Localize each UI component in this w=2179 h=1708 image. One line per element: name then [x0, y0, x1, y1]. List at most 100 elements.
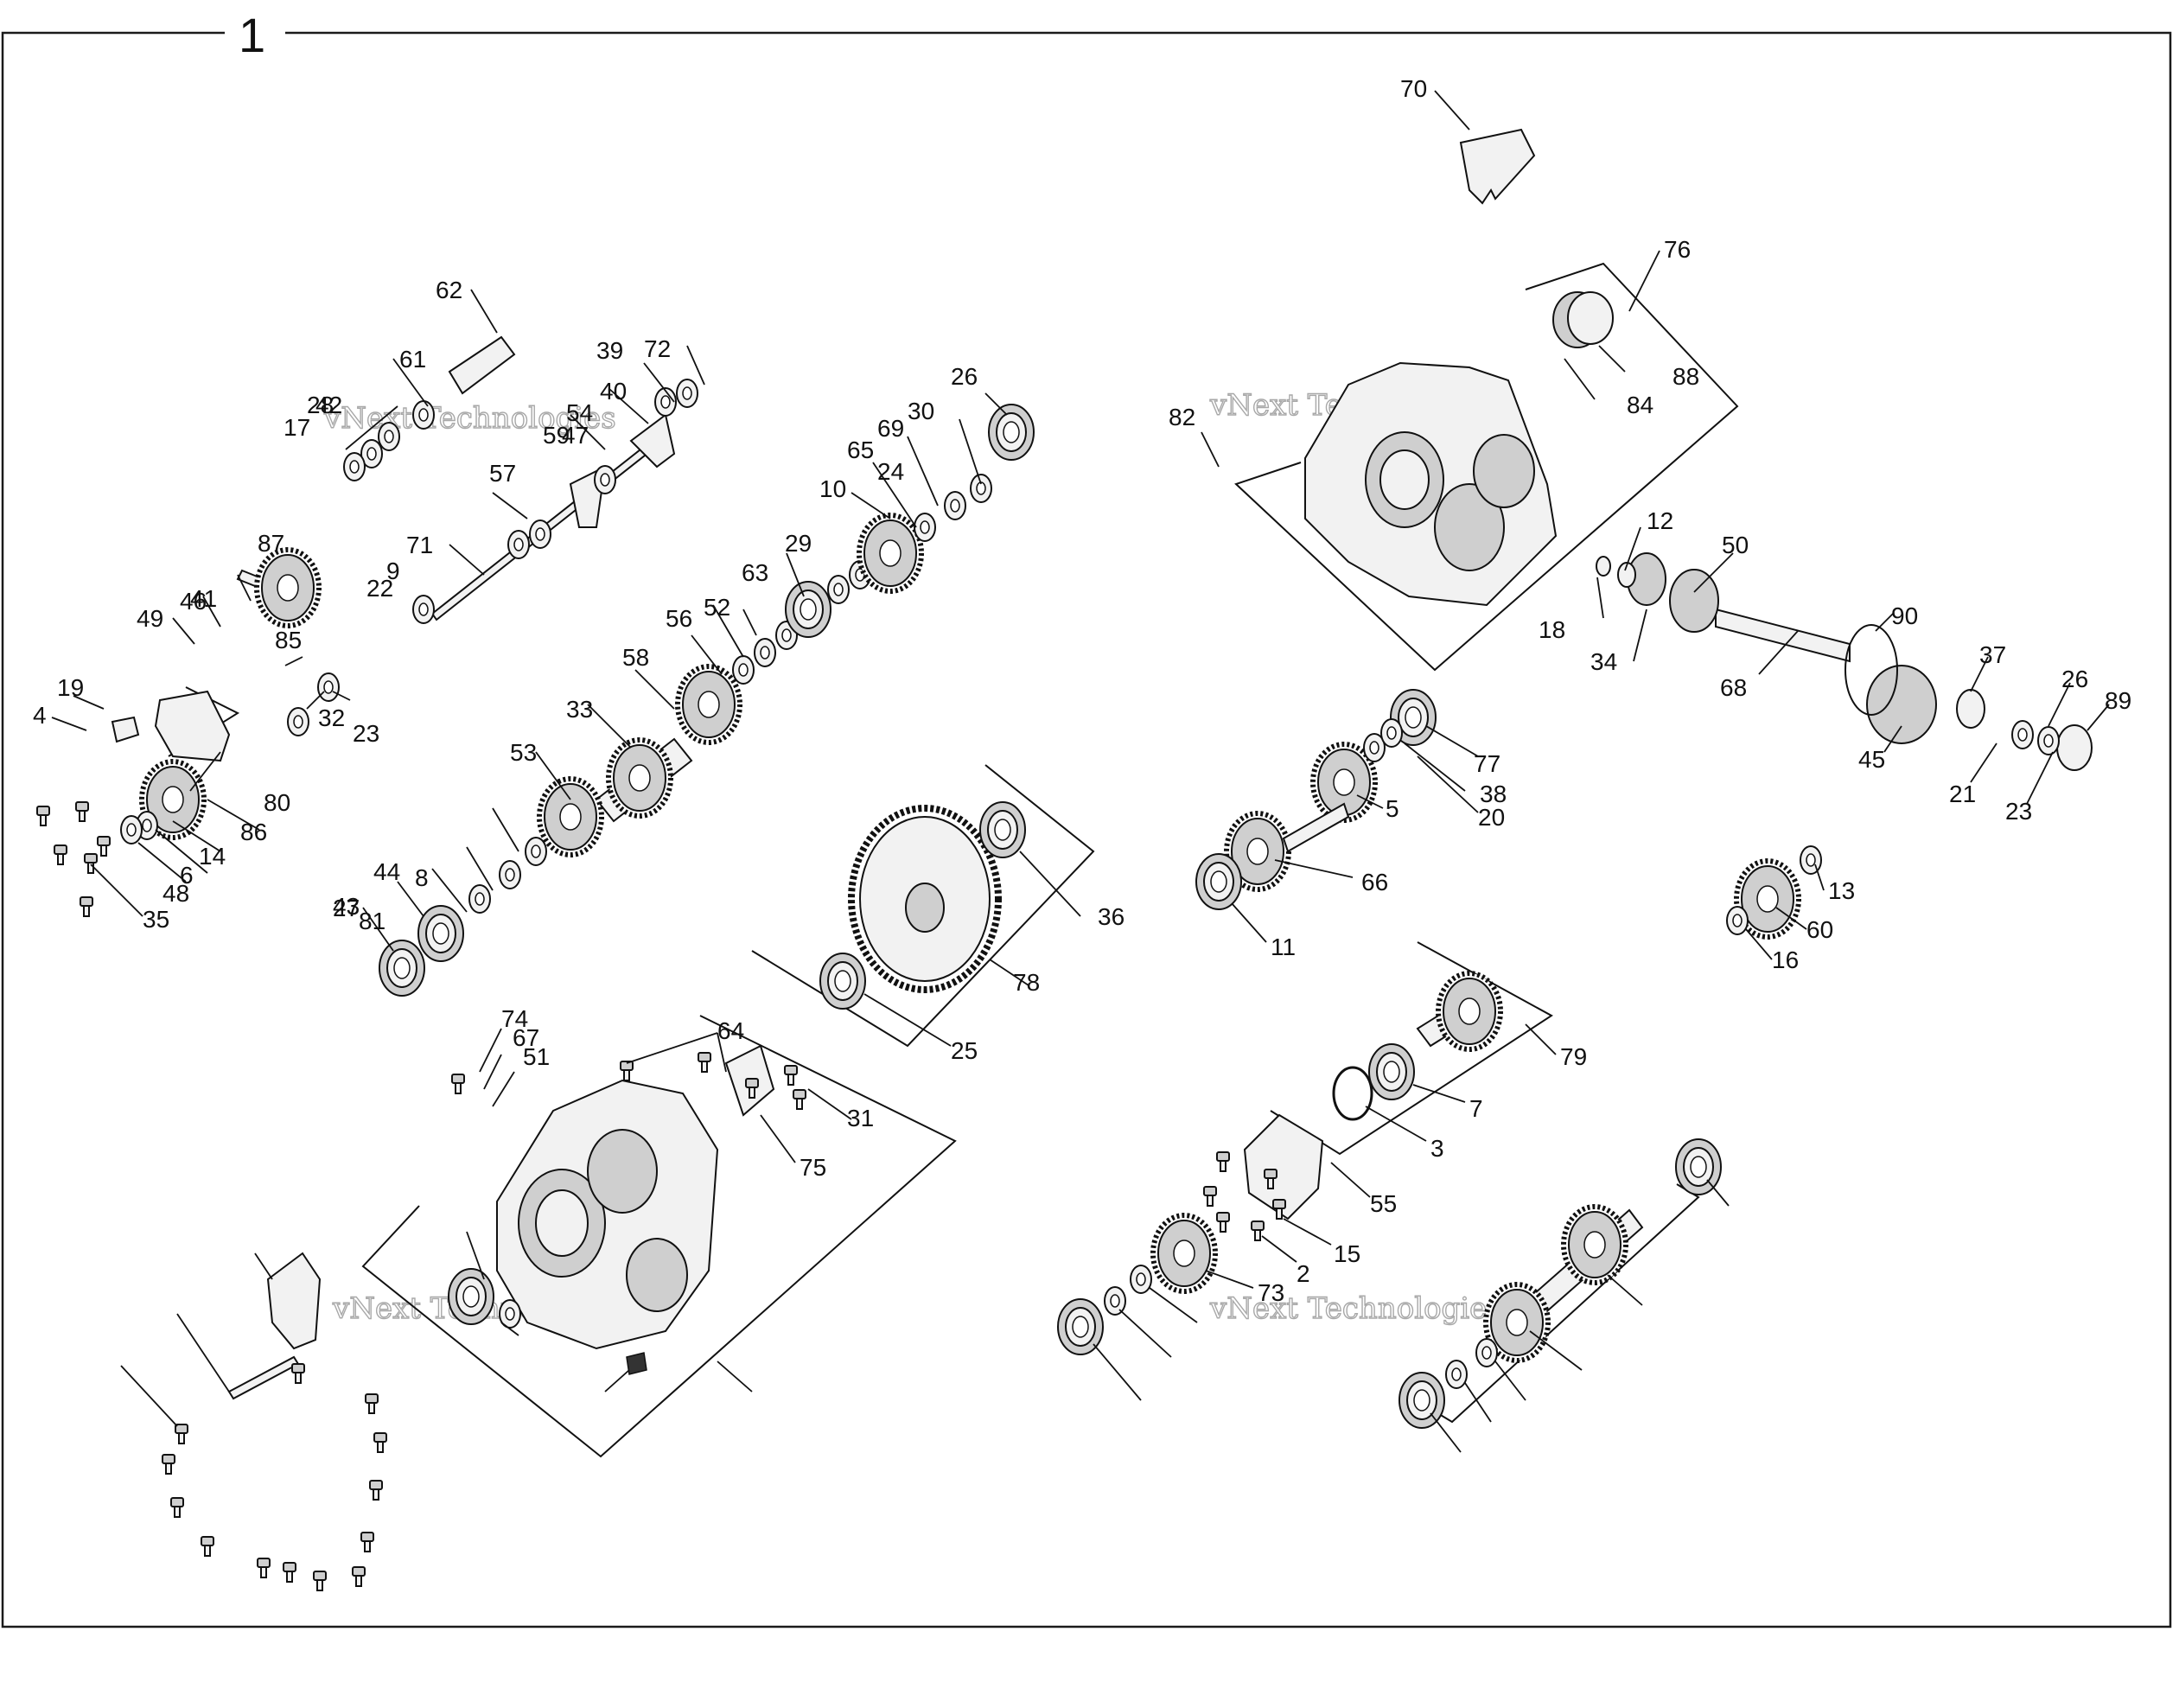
callout-label: 50: [1722, 532, 1749, 558]
callout-label: 65: [847, 437, 874, 463]
callout-label: 63: [742, 559, 768, 586]
callout-label: 10: [819, 475, 846, 502]
callout-label: 70: [1400, 75, 1427, 102]
callout-label: 12: [1647, 507, 1673, 534]
callout-label: 18: [1539, 616, 1565, 643]
callout-label: 2: [1297, 1260, 1310, 1287]
callout-label: 40: [600, 378, 627, 405]
callout-label: 55: [1370, 1190, 1397, 1217]
callout-label: 27: [333, 895, 360, 921]
callout-label: 53: [510, 739, 537, 766]
callout-label: 61: [399, 346, 426, 373]
callout-label: 15: [1334, 1240, 1360, 1267]
callout-label: 78: [1013, 969, 1040, 996]
callout-label: 87: [258, 530, 284, 557]
callout-label: 56: [666, 605, 692, 632]
callout-label: 20: [1478, 804, 1505, 831]
callout-label: 44: [373, 858, 400, 885]
shaft-68: [1715, 608, 1851, 663]
callout-label: 30: [908, 398, 934, 424]
bracket-79: [266, 1252, 322, 1350]
callout-label: 37: [1979, 641, 2006, 668]
callout-label: 49: [137, 605, 163, 632]
callout-label: 13: [1828, 877, 1855, 904]
callout-label: 80: [264, 789, 290, 816]
callout-label: 60: [1806, 916, 1833, 943]
gasket-78: [1243, 1113, 1324, 1220]
parts-art: [36, 128, 2093, 1591]
callout-label: 16: [1772, 946, 1799, 973]
callout-label: 9: [386, 558, 400, 584]
callout-label: 77: [1474, 750, 1500, 777]
callout-label: 84: [1627, 392, 1653, 418]
callout-label: 33: [566, 696, 593, 723]
callout-label: 23: [353, 720, 379, 747]
callout-label: 85: [275, 627, 302, 653]
callout-label: 74: [501, 1005, 528, 1032]
callout-label: 19: [57, 674, 84, 701]
callout-label: 35: [143, 906, 169, 933]
callout-label: 51: [523, 1043, 550, 1070]
callout-label: 6: [180, 862, 194, 889]
callout-label: 11: [1271, 934, 1296, 960]
callout-label: 41: [190, 585, 217, 612]
callout-label: 82: [1169, 404, 1195, 430]
watermark-text: vNext Technologies: [1209, 1291, 1502, 1326]
callout-label: 79: [1560, 1043, 1587, 1070]
callout-label: 21: [1949, 781, 1976, 807]
callout-label: 32: [318, 704, 345, 731]
callout-label: 24: [877, 458, 904, 485]
callout-label: 5: [1386, 795, 1399, 822]
callout-label: 52: [704, 594, 730, 621]
callout-label: 73: [1258, 1279, 1284, 1306]
cover-44: [154, 690, 231, 762]
callout-label: 14: [199, 843, 226, 870]
callout-label: 43: [333, 893, 360, 920]
callout-label: 54: [566, 399, 593, 426]
callout-label: 67: [513, 1024, 539, 1051]
callout-label: 22: [366, 575, 393, 602]
callout-label: 69: [877, 415, 904, 442]
leader-lines: [51, 90, 2110, 1453]
callout-label: 25: [951, 1037, 978, 1064]
callout-label: 62: [436, 277, 462, 303]
callout-label: 36: [1098, 903, 1125, 930]
callout-label: 88: [1672, 363, 1699, 390]
callout-label: 39: [596, 337, 623, 364]
callout-labels: 7076888482125018349068372689452123626142…: [33, 75, 2131, 1306]
callout-label: 31: [847, 1105, 874, 1131]
callout-label: 42: [315, 392, 342, 418]
callout-label: 26: [2061, 666, 2088, 692]
callout-label: 17: [284, 414, 310, 441]
callout-label: 71: [406, 532, 433, 558]
callout-label: 66: [1361, 869, 1388, 895]
callout-label: 81: [359, 908, 385, 934]
callout-label: 86: [240, 819, 267, 845]
callout-label: 48: [162, 880, 189, 907]
callout-label: 45: [1858, 746, 1885, 773]
callout-label: 64: [717, 1017, 744, 1044]
shift-drum-62: [448, 335, 516, 395]
callout-label: 57: [489, 460, 516, 487]
callout-label: 75: [800, 1154, 826, 1181]
callout-label: 26: [951, 363, 978, 390]
callout-label: 28: [307, 392, 334, 418]
callout-label: 4: [33, 702, 47, 729]
bracket-70: [1459, 128, 1536, 205]
callout-label: 89: [2105, 687, 2131, 714]
watermark-text: vNext Technologies: [323, 401, 616, 436]
figure-frame: 1: [1, 8, 2172, 1628]
callout-label: 76: [1664, 236, 1691, 263]
figure-number: 1: [239, 8, 265, 62]
callout-label: 46: [180, 588, 207, 615]
callout-label: 59: [543, 422, 570, 449]
callout-label: 90: [1891, 602, 1918, 629]
callout-label: 34: [1590, 648, 1617, 675]
callout-label: 3: [1430, 1135, 1444, 1162]
callout-label: 8: [415, 864, 429, 891]
callout-label: 23: [2005, 798, 2032, 825]
callout-label: 7: [1469, 1095, 1483, 1122]
callout-label: 58: [622, 644, 649, 671]
callout-label: 72: [644, 335, 671, 362]
